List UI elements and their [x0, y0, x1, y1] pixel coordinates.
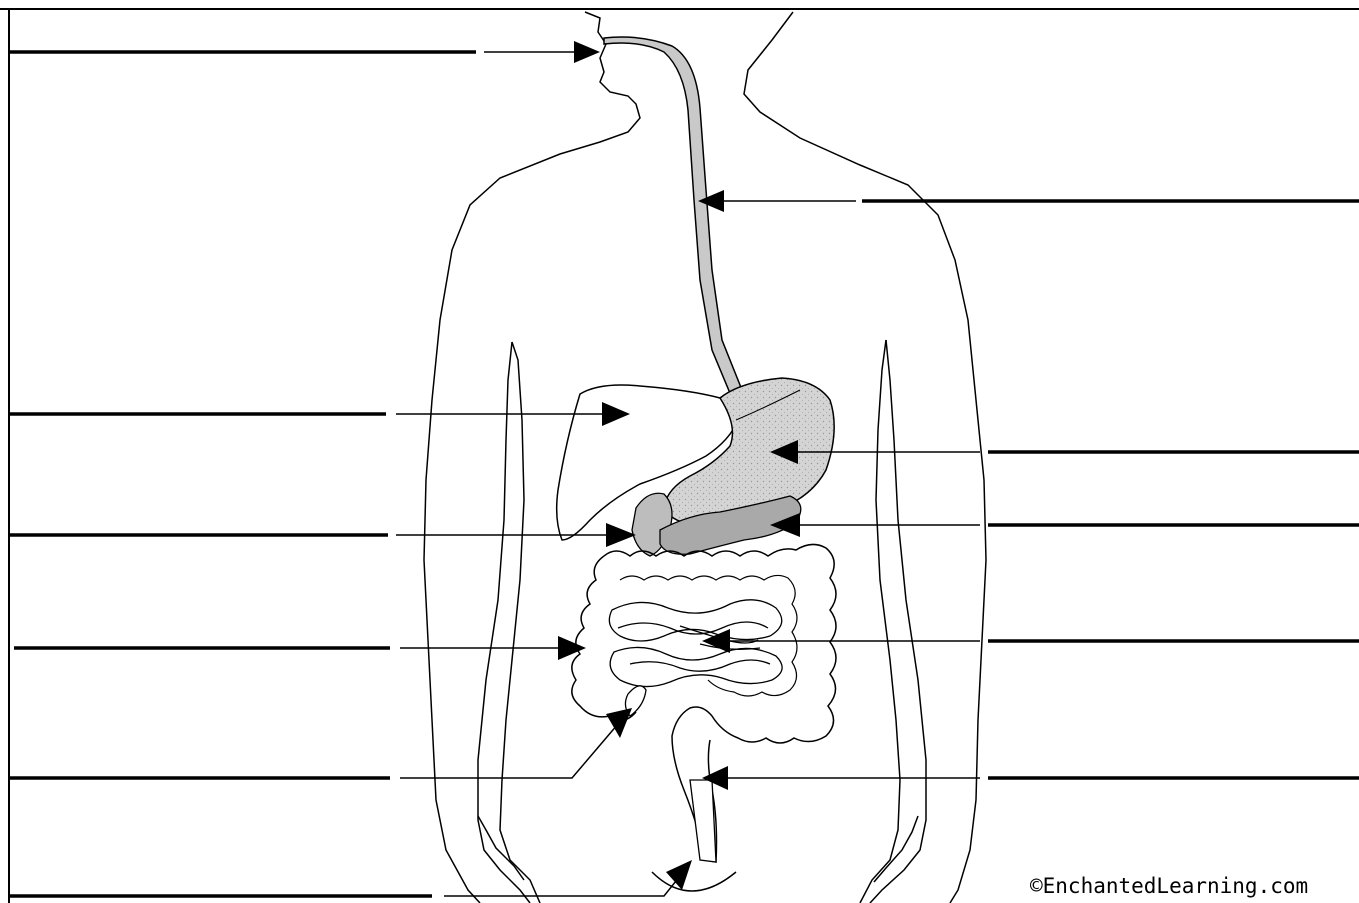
right-arm-inner — [860, 340, 900, 903]
pointer-left-6 — [444, 876, 680, 896]
pelvis-curve — [652, 872, 736, 891]
arrowhead-left-1 — [574, 41, 600, 63]
small-intestine — [609, 600, 782, 687]
label-lines — [9, 52, 1359, 896]
arrowhead-left-3 — [606, 523, 636, 547]
right-hand — [874, 816, 918, 882]
copyright-credit: ©EnchantedLearning.com — [1030, 874, 1308, 898]
esophagus — [604, 37, 748, 402]
arrowhead-left-4 — [558, 636, 586, 660]
rectum — [690, 780, 716, 862]
body-outline — [424, 12, 986, 903]
